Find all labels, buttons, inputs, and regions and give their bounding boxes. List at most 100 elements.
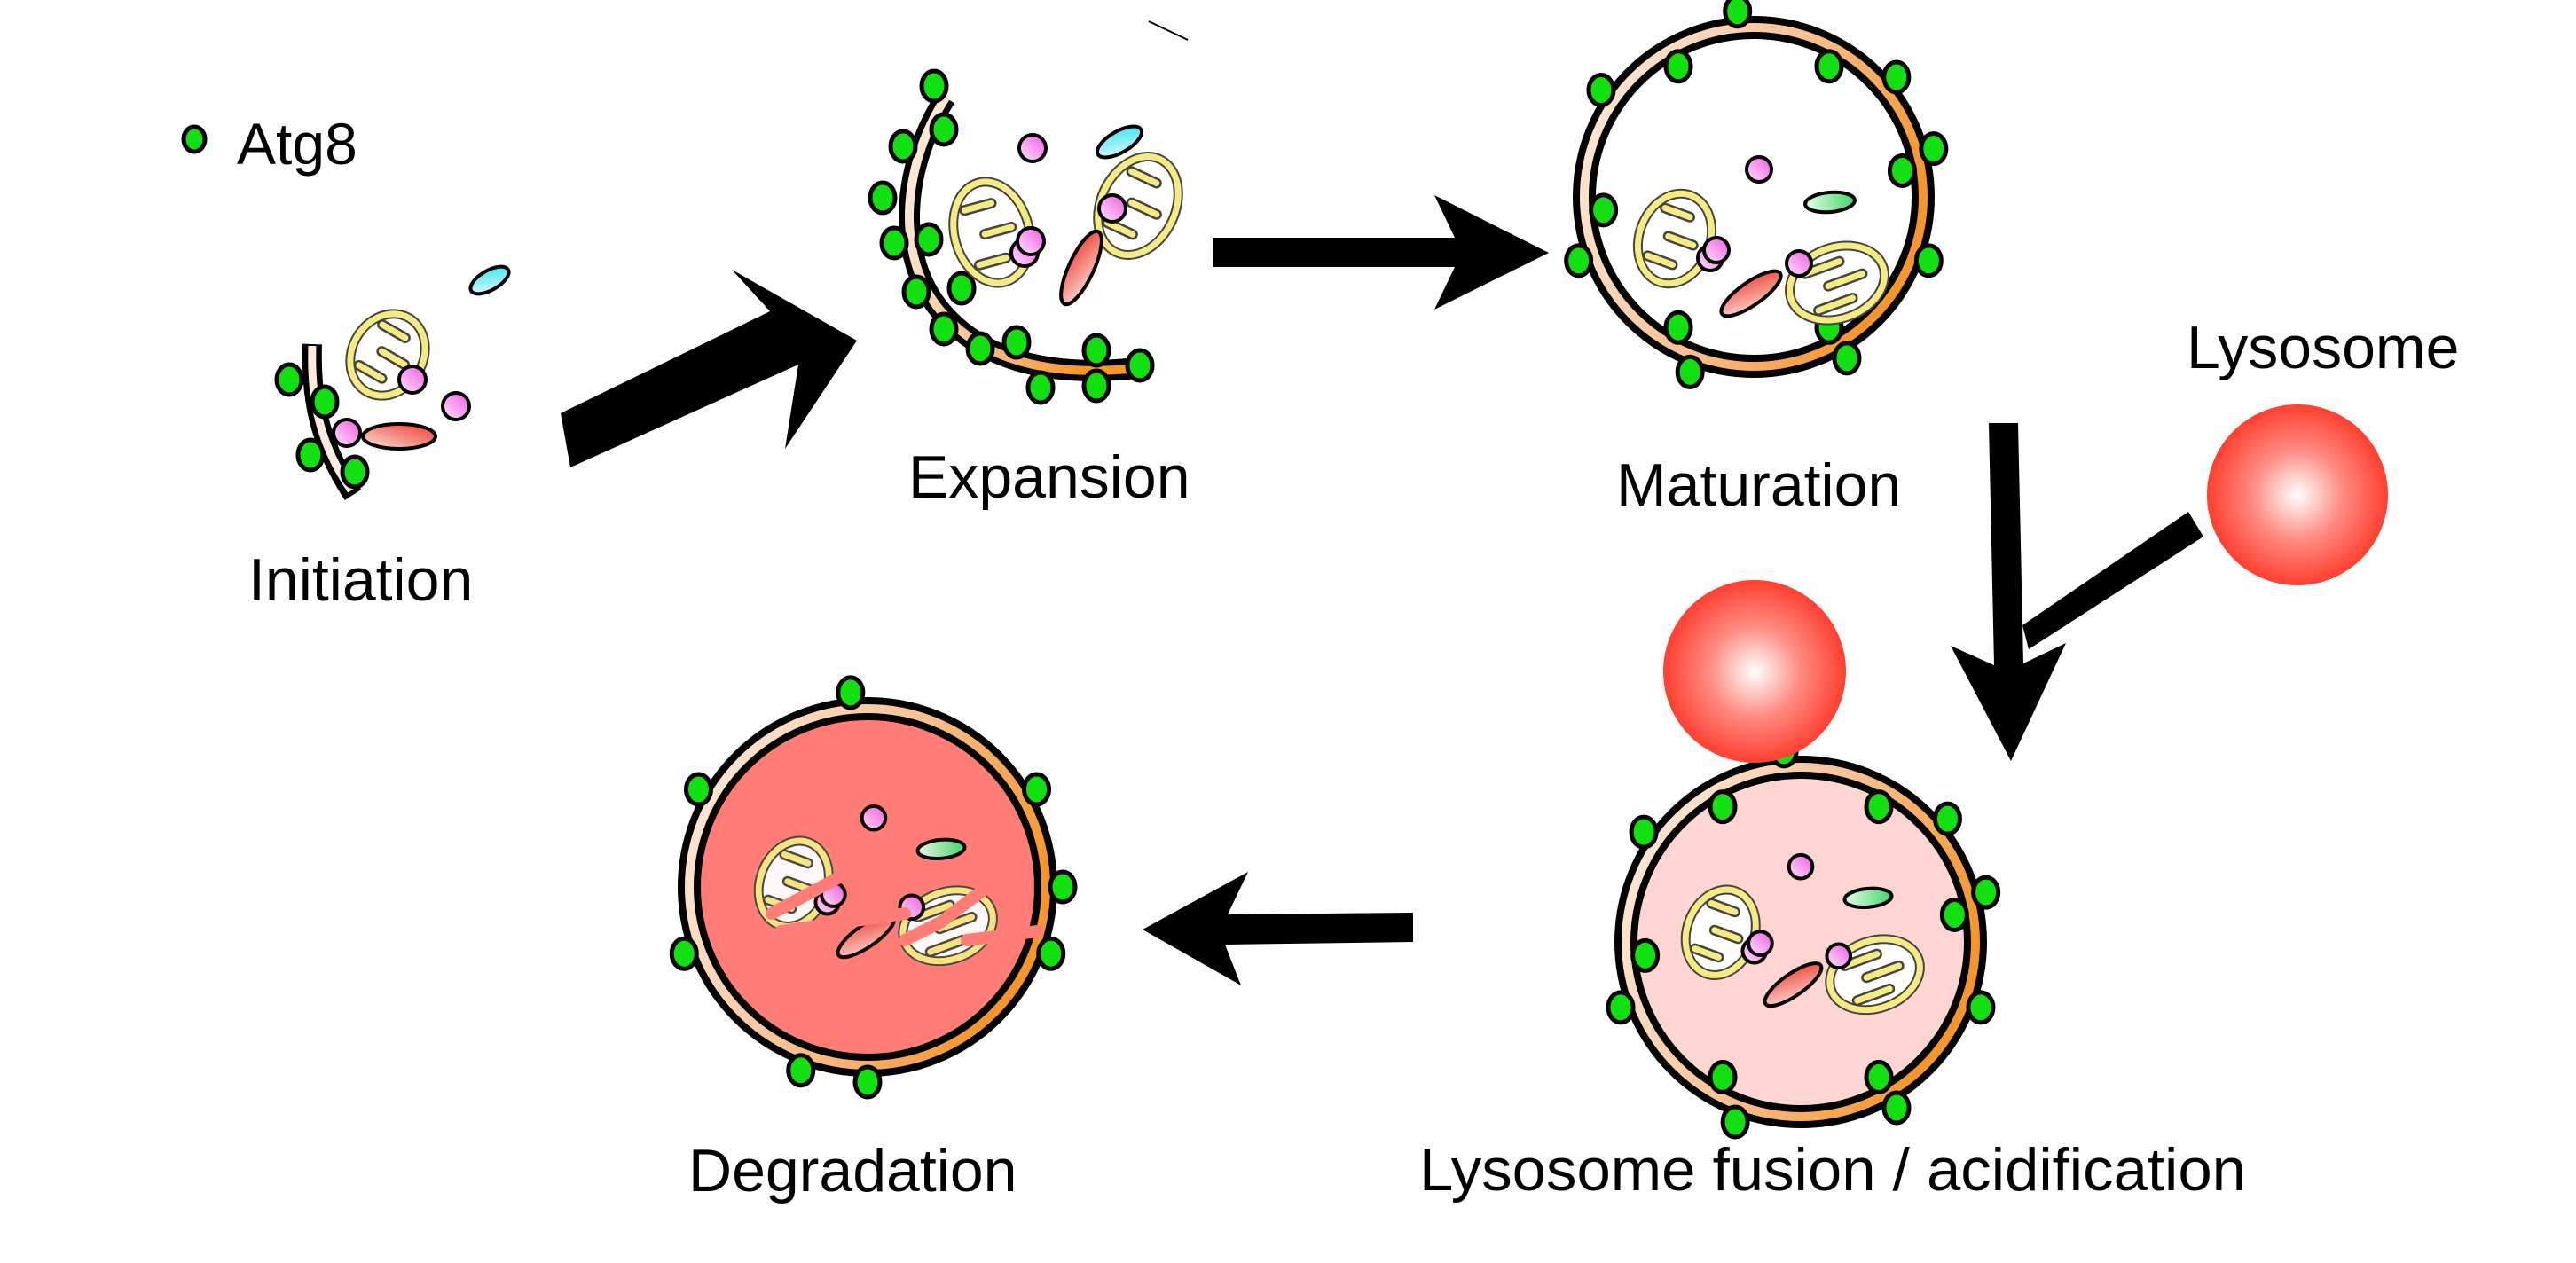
atg8-dot-icon bbox=[1586, 73, 1616, 108]
arrow-expansion-to-maturation bbox=[1213, 195, 1549, 310]
cargo-vesicle-pink bbox=[397, 365, 428, 395]
atg8-dot-icon bbox=[901, 274, 931, 310]
lysosome-free bbox=[2207, 404, 2388, 585]
cargo-vesicle-pink bbox=[1785, 249, 1813, 278]
atg8-dot-icon bbox=[1048, 869, 1078, 905]
cargo-vesicle-green bbox=[1803, 190, 1857, 215]
mitochondrion-icon bbox=[1825, 934, 1925, 1016]
atg8-dot-icon bbox=[1881, 1090, 1912, 1126]
atg8-dot-icon bbox=[1564, 243, 1594, 278]
lysosome-sphere bbox=[1663, 580, 1846, 763]
legend: Atg8 bbox=[181, 111, 357, 177]
atg8-dot-icon bbox=[683, 772, 713, 807]
atg8-dot-icon bbox=[836, 675, 866, 710]
cargo-vesicle-red bbox=[1719, 269, 1783, 318]
mitochondrion-icon bbox=[948, 177, 1035, 288]
stage-initiation bbox=[274, 264, 511, 501]
mitochondrion-membrane bbox=[950, 178, 1033, 286]
stage-label-expansion: Expansion bbox=[908, 443, 1190, 511]
atg8-dot-icon bbox=[929, 112, 959, 147]
atg8-dot-icon bbox=[310, 384, 340, 420]
stage-fusion bbox=[1606, 580, 2001, 1140]
atg8-dot-icon bbox=[1864, 789, 1894, 825]
atg8-dot-icon bbox=[1720, 1104, 1750, 1140]
cargo-vesicle-red bbox=[1763, 961, 1824, 1008]
atg8-dot-icon bbox=[914, 222, 944, 257]
atg8-dot-icon bbox=[888, 129, 918, 164]
arrow-initiation-to-expansion bbox=[561, 270, 857, 467]
atg8-dot-icon bbox=[1913, 243, 1944, 278]
atg8-dot-icon bbox=[1022, 772, 1052, 807]
atg8-dot-icon bbox=[1606, 990, 1636, 1025]
cargo-vesicle-pink bbox=[1787, 852, 1815, 881]
stage-label-maturation: Maturation bbox=[1616, 451, 1901, 519]
atg8-dot-icon bbox=[1629, 814, 1659, 850]
mitochondrion-icon bbox=[345, 309, 430, 401]
mitochondrion-membrane bbox=[1095, 153, 1182, 258]
cargo-vesicle-pink bbox=[1702, 236, 1731, 264]
cargo-vesicle-green bbox=[915, 837, 967, 860]
atg8-dot-icon bbox=[1589, 192, 1619, 228]
phagophore-membrane bbox=[905, 95, 1138, 375]
atg8-dot-icon bbox=[868, 180, 898, 216]
cargo-vesicle-red bbox=[361, 422, 437, 451]
mitochondrion-membrane bbox=[1826, 936, 1923, 1014]
atg8-dot-icon bbox=[1708, 1059, 1738, 1094]
atg8-dot-icon bbox=[1971, 875, 2001, 910]
atg8-dot-icon bbox=[1663, 310, 1693, 345]
atg8-dot-icon bbox=[879, 225, 909, 261]
cargo-vesicle-red bbox=[1059, 229, 1103, 307]
atg8-dot-icon bbox=[295, 437, 326, 473]
atg8-dot-icon bbox=[669, 936, 699, 971]
stage-degradation bbox=[669, 675, 1078, 1100]
mitochondrion-cristae bbox=[1802, 258, 1865, 314]
cargo-vesicle-pink bbox=[1097, 193, 1127, 224]
atg8-dot-icon bbox=[946, 271, 977, 306]
cargo-vesicle-pink bbox=[441, 391, 471, 421]
mitochondrion-membrane bbox=[1787, 242, 1888, 324]
cargo-vesicle-pink bbox=[1825, 942, 1853, 970]
mitochondrion-cristae bbox=[356, 321, 409, 382]
lysosome-sphere bbox=[2207, 404, 2388, 585]
atg8-dot-icon bbox=[1864, 1059, 1894, 1094]
inner-membrane bbox=[694, 713, 1041, 1061]
atg8-dot-icon bbox=[274, 362, 304, 397]
atg8-dot-icon bbox=[1832, 341, 1862, 376]
cargo-vesicle-pink bbox=[1017, 133, 1048, 163]
cargo-vesicle-pink bbox=[332, 418, 362, 448]
mitochondrion-cristae bbox=[1645, 205, 1697, 269]
atg8-dot-icon bbox=[1025, 370, 1056, 405]
mitochondrion-cristae bbox=[1692, 900, 1741, 961]
atg8-dot-icon bbox=[852, 1064, 883, 1100]
arrow-fusion-to-degradation bbox=[1143, 872, 1413, 985]
cargo-vesicle-pink bbox=[1016, 226, 1046, 256]
stage-label-fusion: Lysosome fusion / acidification bbox=[1419, 1136, 2246, 1204]
digestion-mark bbox=[890, 796, 946, 822]
atg8-dot-icon bbox=[1919, 131, 1949, 167]
stage-label-degradation: Degradation bbox=[688, 1137, 1017, 1204]
digestion-mark bbox=[934, 863, 1017, 929]
mitochondrion-icon bbox=[1785, 240, 1889, 326]
atg8-dot-icon bbox=[1675, 354, 1705, 389]
mitochondrion-cristae bbox=[1841, 951, 1903, 1004]
atg8-legend-dot-icon bbox=[181, 124, 208, 154]
atg8-dot-icon bbox=[1663, 49, 1693, 84]
digestion-mark bbox=[774, 907, 911, 937]
atg8-dot-icon bbox=[1036, 936, 1066, 971]
atg8-dot-icon bbox=[1708, 789, 1738, 825]
cargo-vesicle-cyan bbox=[468, 264, 511, 296]
stage-maturation bbox=[1564, 0, 1949, 389]
digestion-mark bbox=[766, 845, 893, 920]
atg8-dot-icon bbox=[929, 311, 959, 347]
cargo-vesicle-cyan bbox=[1096, 124, 1143, 160]
atg8-dot-icon bbox=[1001, 325, 1032, 360]
atg8-dot-icon bbox=[1814, 49, 1844, 84]
lysosome-label: Lysosome bbox=[2187, 314, 2459, 381]
arrows bbox=[561, 195, 2203, 985]
atg8-dot-icon bbox=[1081, 368, 1111, 404]
arrow-maturation-to-fusion bbox=[1951, 423, 2066, 761]
cargo-vesicle-pink bbox=[860, 804, 888, 832]
atg8-dot-icon bbox=[1881, 59, 1912, 95]
atg8-dot-icon bbox=[1723, 0, 1753, 29]
